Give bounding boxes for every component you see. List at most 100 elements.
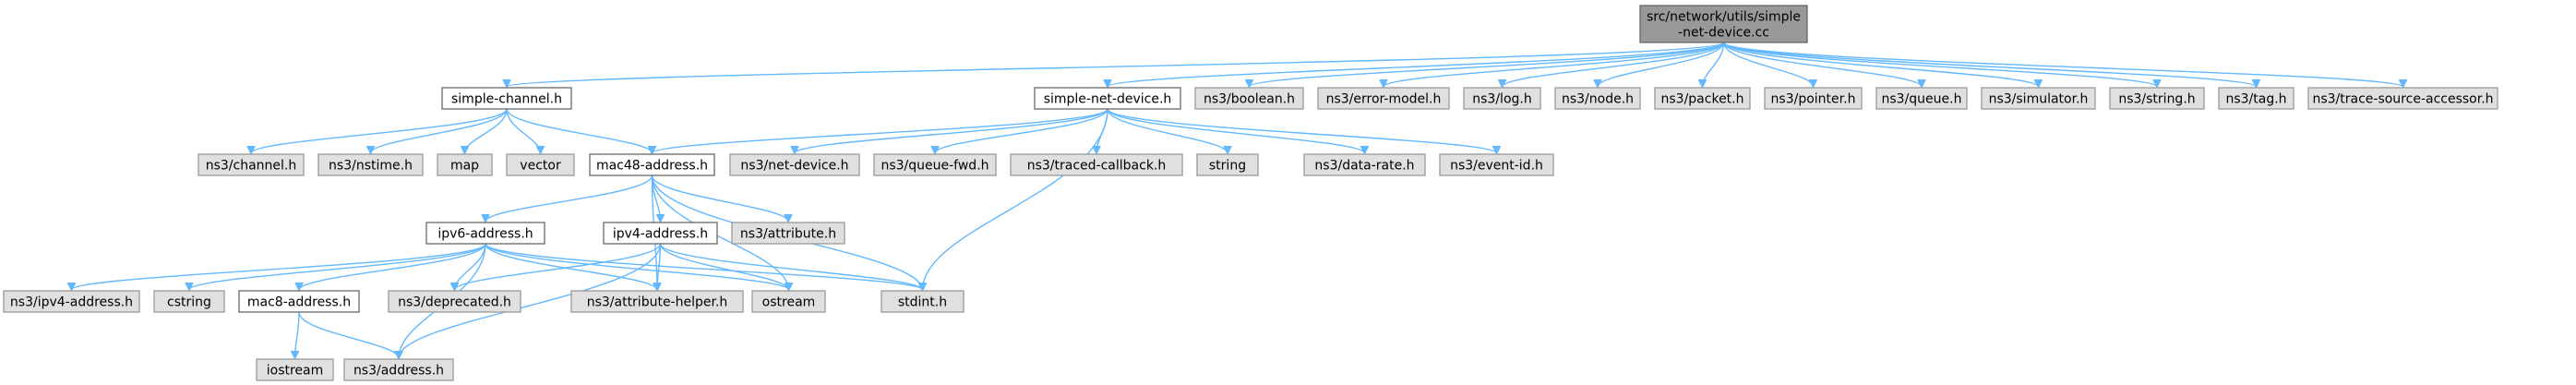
node-box xyxy=(1196,153,1259,176)
edge-root-to-string-h xyxy=(1722,42,2158,87)
node-box xyxy=(1639,5,1808,43)
edge-root-to-queue xyxy=(1722,42,1923,87)
node-box xyxy=(1439,153,1554,176)
node-simple-channel[interactable]: simple-channel.h xyxy=(441,87,572,110)
node-box xyxy=(881,290,965,313)
node-packet: ns3/packet.h xyxy=(1654,87,1751,110)
node-attribute: ns3/attribute.h xyxy=(731,222,845,245)
node-label: string xyxy=(1209,159,1246,174)
node-queue-fwd: ns3/queue-fwd.h xyxy=(873,153,997,176)
node-box xyxy=(198,153,305,176)
edge-mac48-address-to-attribute xyxy=(651,174,789,222)
node-box xyxy=(441,87,572,110)
node-ipv4-address[interactable]: ipv4-address.h xyxy=(603,222,718,245)
edge-mac48-address-to-ipv6-address xyxy=(485,174,653,222)
node-box xyxy=(1875,87,1968,110)
edge-simple-net-device-to-event-id xyxy=(1107,108,1497,153)
node-nstime: ns3/nstime.h xyxy=(318,153,424,176)
node-queue: ns3/queue.h xyxy=(1875,87,1968,110)
node-traced-callback: ns3/traced-callback.h xyxy=(1010,153,1183,176)
node-root[interactable]: src/network/utils/simple-net-device.cc xyxy=(1639,5,1808,43)
node-box xyxy=(1194,87,1304,110)
node-map: map xyxy=(437,153,493,176)
node-label: ns3/node.h xyxy=(1562,92,1634,107)
node-label: ostream xyxy=(762,295,816,310)
node-box xyxy=(2307,87,2498,110)
edge-ipv6-address-to-ns3-ipv4-address xyxy=(72,243,486,290)
edge-mac8-address-to-address xyxy=(298,311,399,358)
node-label: mac48-address.h xyxy=(596,159,708,174)
node-label: -net-device.cc xyxy=(1678,26,1769,41)
node-label: ns3/net-device.h xyxy=(740,159,848,174)
node-box xyxy=(570,290,744,313)
node-pointer: ns3/pointer.h xyxy=(1764,87,1863,110)
edge-ipv4-address-to-ostream xyxy=(659,243,789,290)
node-label: mac8-address.h xyxy=(247,295,351,310)
edge-simple-channel-to-channel xyxy=(251,108,508,153)
edge-ipv6-address-to-attribute-helper xyxy=(485,243,657,290)
node-boolean: ns3/boolean.h xyxy=(1194,87,1304,110)
node-box xyxy=(589,153,715,176)
node-label: ns3/traced-callback.h xyxy=(1027,159,1167,174)
node-label: ns3/address.h xyxy=(353,364,444,379)
node-label: ns3/tag.h xyxy=(2225,92,2286,107)
edge-ipv6-address-to-cstring xyxy=(189,243,486,290)
node-label: simple-net-device.h xyxy=(1044,92,1172,107)
node-label: ipv4-address.h xyxy=(613,227,708,242)
node-data-rate: ns3/data-rate.h xyxy=(1303,153,1426,176)
node-label: stdint.h xyxy=(898,295,947,310)
node-box xyxy=(238,290,360,313)
node-box xyxy=(729,153,860,176)
node-box xyxy=(153,290,225,313)
node-box xyxy=(2109,87,2205,110)
node-label: map xyxy=(450,159,479,174)
edge-simple-net-device-to-mac48-address xyxy=(653,108,1108,153)
node-box xyxy=(1554,87,1641,110)
node-box xyxy=(343,358,454,381)
node-log: ns3/log.h xyxy=(1463,87,1541,110)
node-label: ns3/queue.h xyxy=(1882,92,1962,107)
edge-simple-net-device-to-stdint xyxy=(923,108,1108,290)
edge-ipv6-address-to-mac8-address xyxy=(299,243,486,290)
node-label: iostream xyxy=(267,364,324,379)
node-stdint: stdint.h xyxy=(881,290,965,313)
node-label: ns3/boolean.h xyxy=(1204,92,1295,107)
node-simulator: ns3/simulator.h xyxy=(1981,87,2096,110)
node-mac48-address[interactable]: mac48-address.h xyxy=(589,153,715,176)
node-ostream: ostream xyxy=(751,290,826,313)
node-mac8-address[interactable]: mac8-address.h xyxy=(238,290,360,313)
node-label: vector xyxy=(520,159,561,174)
node-simple-net-device[interactable]: simple-net-device.h xyxy=(1034,87,1181,110)
node-cstring: cstring xyxy=(153,290,225,313)
node-label: ns3/deprecated.h xyxy=(398,295,511,310)
node-string-h: ns3/string.h xyxy=(2109,87,2205,110)
node-box xyxy=(1010,153,1183,176)
edge-root-to-node xyxy=(1598,42,1725,87)
node-box xyxy=(318,153,424,176)
node-box xyxy=(1764,87,1863,110)
edge-root-to-simple-channel xyxy=(507,42,1725,87)
node-net-device: ns3/net-device.h xyxy=(729,153,860,176)
node-label: ns3/event-id.h xyxy=(1450,159,1543,174)
edge-root-to-tag xyxy=(1722,42,2257,87)
node-label: ns3/nstime.h xyxy=(329,159,413,174)
node-label: ns3/queue-fwd.h xyxy=(881,159,988,174)
node-box xyxy=(425,222,545,245)
edge-root-to-log xyxy=(1503,42,1725,87)
node-box xyxy=(3,290,140,313)
node-deprecated: ns3/deprecated.h xyxy=(388,290,521,313)
edge-root-to-boolean xyxy=(1250,42,1725,87)
node-string: string xyxy=(1196,153,1259,176)
node-label: ns3/log.h xyxy=(1472,92,1531,107)
node-label: simple-channel.h xyxy=(451,92,562,107)
edge-simple-net-device-to-net-device xyxy=(795,108,1108,153)
node-box xyxy=(751,290,826,313)
node-box xyxy=(506,153,575,176)
node-ipv6-address[interactable]: ipv6-address.h xyxy=(425,222,545,245)
node-box xyxy=(1303,153,1426,176)
node-box xyxy=(1981,87,2096,110)
node-box xyxy=(1317,87,1450,110)
edge-ipv4-address-to-address xyxy=(399,243,662,358)
edge-root-to-pointer xyxy=(1722,42,1814,87)
